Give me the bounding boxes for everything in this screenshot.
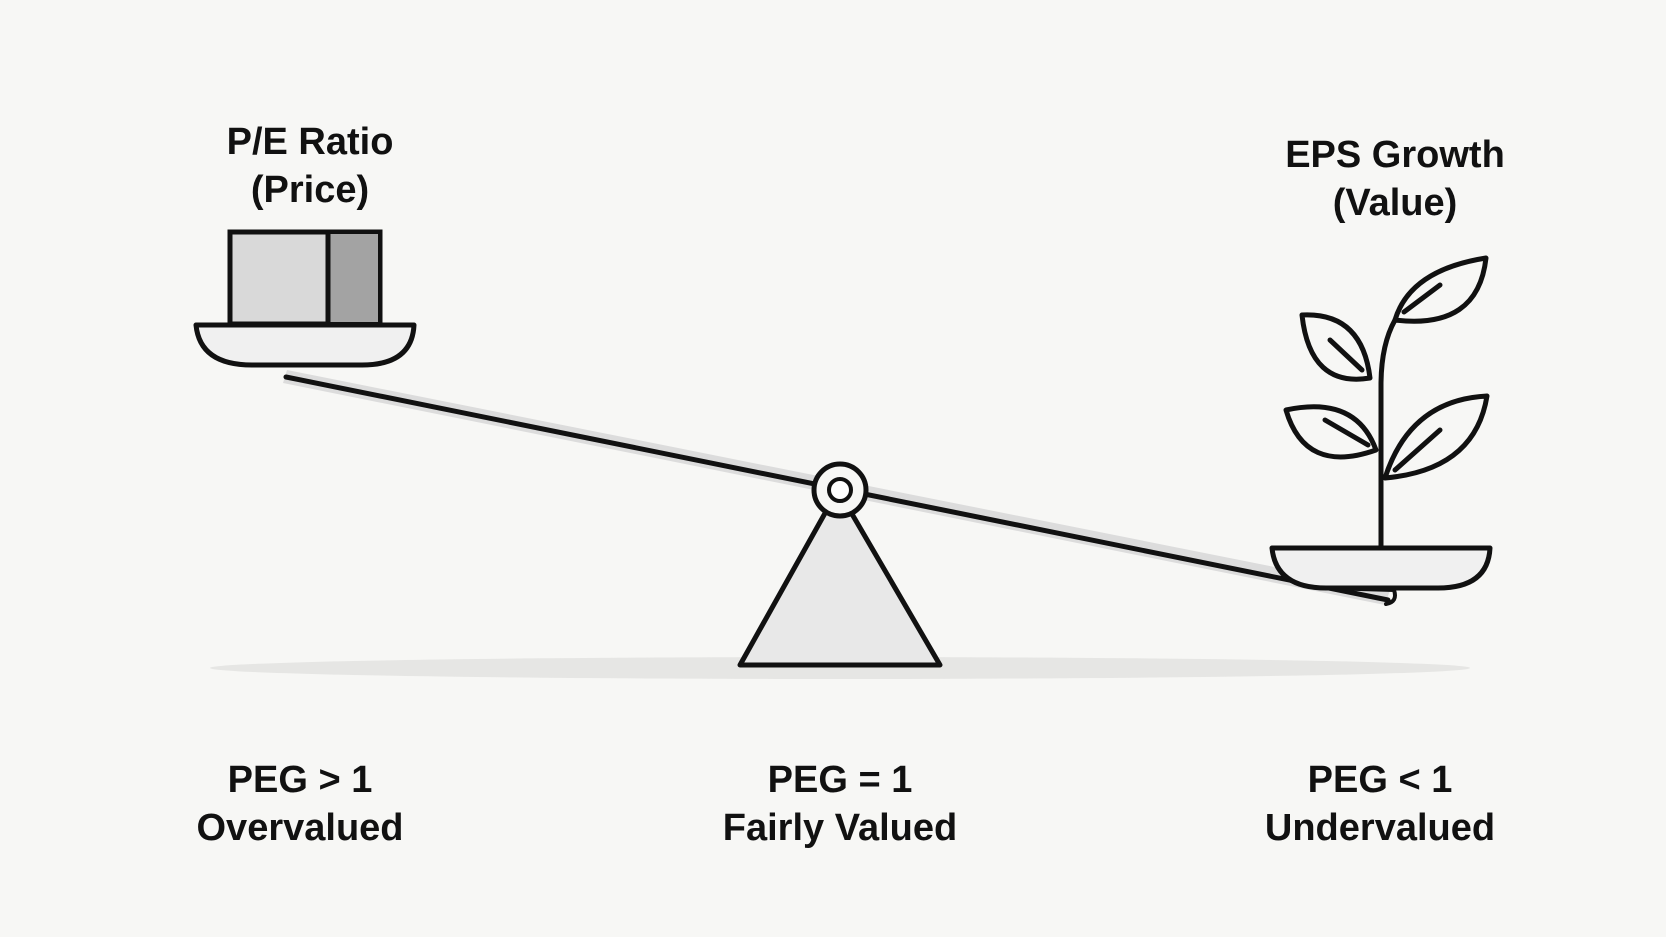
undervalued-text: Undervalued: [1264, 807, 1496, 849]
pe-ratio-label: P/E Ratio (Price): [160, 118, 460, 214]
fairly-valued-peg: PEG = 1: [767, 759, 913, 801]
undervalued-label: PEG < 1 Undervalued: [1230, 756, 1530, 852]
fairly-valued-label: PEG = 1 Fairly Valued: [680, 756, 1000, 852]
eps-growth-title: EPS Growth: [1285, 134, 1505, 176]
right-pan: [1269, 545, 1493, 591]
pivot-inner: [827, 477, 853, 503]
overvalued-label: PEG > 1 Overvalued: [150, 756, 450, 852]
overvalued-text: Overvalued: [196, 807, 404, 849]
undervalued-peg: PEG < 1: [1307, 759, 1453, 801]
eps-growth-label: EPS Growth (Value): [1235, 131, 1555, 227]
fairly-valued-text: Fairly Valued: [722, 807, 958, 849]
fulcrum-triangle: [737, 487, 943, 668]
eps-growth-subtitle: (Value): [1332, 182, 1458, 224]
ground-shadow: [210, 657, 1470, 679]
left-pan: [193, 322, 417, 368]
pe-ratio-subtitle: (Price): [250, 169, 370, 211]
price-block-icon: [227, 229, 383, 327]
plant-sprout-icon: [1283, 255, 1490, 551]
overvalued-peg: PEG > 1: [227, 759, 373, 801]
pe-ratio-title: P/E Ratio: [226, 121, 394, 163]
